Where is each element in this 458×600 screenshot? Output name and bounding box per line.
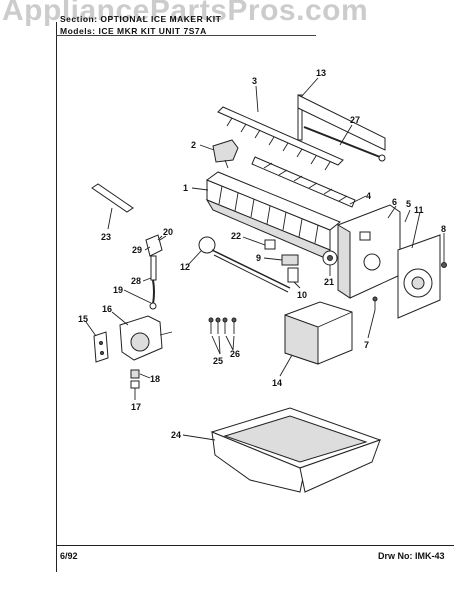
callout-16: 16: [102, 304, 112, 314]
part-25-26-screws: [208, 317, 237, 334]
part-16-valve: [119, 315, 173, 361]
part-1-mold: [205, 171, 341, 259]
callout-23: 23: [101, 232, 111, 242]
part-28-tube: [150, 255, 157, 281]
part-8-screw: [441, 243, 447, 268]
part-10-bracket: [287, 267, 299, 283]
callout-11: 11: [414, 205, 424, 215]
watermark: AppliancePartsPros.com: [2, 0, 369, 27]
leader-lines: [85, 77, 445, 441]
callout-22: 22: [231, 231, 241, 241]
callout-13: 13: [316, 68, 326, 78]
footer-drawing-number: Drw No: IMK-43: [378, 551, 445, 561]
callout-5: 5: [406, 199, 411, 209]
part-7-screw: [372, 296, 378, 310]
part-11-cover: [397, 234, 441, 319]
part-19-tube: [149, 279, 157, 310]
part-3-shelf: [217, 106, 344, 171]
callout-25: 25: [213, 356, 223, 366]
callout-15: 15: [78, 314, 88, 324]
part-5-6-housing: [337, 204, 401, 299]
header-rule: [56, 35, 316, 36]
callout-6: 6: [392, 197, 397, 207]
part-20-29-fill-cup: [145, 234, 163, 257]
part-21-gear: [322, 250, 338, 266]
callout-3: 3: [252, 76, 257, 86]
section-title: Section: OPTIONAL ICE MAKER KIT: [60, 14, 222, 24]
callout-28: 28: [131, 276, 141, 286]
callout-14: 14: [272, 378, 282, 388]
part-9-switch: [281, 254, 299, 266]
callout-labels: 3 13 27 2 4 1 6 5 11 8 22 9 10 21 12 20 …: [78, 68, 446, 440]
part-15-plate: [93, 331, 109, 363]
callout-8: 8: [441, 224, 446, 234]
part-14-block: [284, 301, 353, 365]
part-4-stripper: [251, 156, 356, 208]
part-22-cap: [264, 239, 276, 250]
part-12-arm: [198, 236, 291, 293]
callout-9: 9: [256, 253, 261, 263]
part-18-fitting: [130, 369, 140, 379]
callout-26: 26: [230, 349, 240, 359]
callout-7: 7: [364, 340, 369, 350]
callout-12: 12: [180, 262, 190, 272]
callout-27: 27: [350, 115, 360, 125]
diagram-frame: [56, 22, 455, 572]
callout-2: 2: [191, 140, 196, 150]
callout-21: 21: [324, 277, 334, 287]
callout-29: 29: [132, 245, 142, 255]
footer-date: 6/92: [60, 551, 78, 561]
part-2-bracket: [212, 139, 239, 169]
callout-1: 1: [183, 183, 188, 193]
part-17-nut: [130, 380, 140, 389]
callout-4: 4: [366, 191, 371, 201]
part-23-heater: [91, 183, 134, 213]
callout-24: 24: [171, 430, 181, 440]
callout-18: 18: [150, 374, 160, 384]
callout-17: 17: [131, 402, 141, 412]
callout-10: 10: [297, 290, 307, 300]
callout-19: 19: [113, 285, 123, 295]
callout-20: 20: [163, 227, 173, 237]
part-24-ice-bin: [210, 407, 382, 493]
part-13-panel: [297, 94, 386, 151]
footer-rule: [56, 545, 454, 546]
model-line: Models: ICE MKR KIT UNIT 7S7A: [60, 26, 207, 36]
